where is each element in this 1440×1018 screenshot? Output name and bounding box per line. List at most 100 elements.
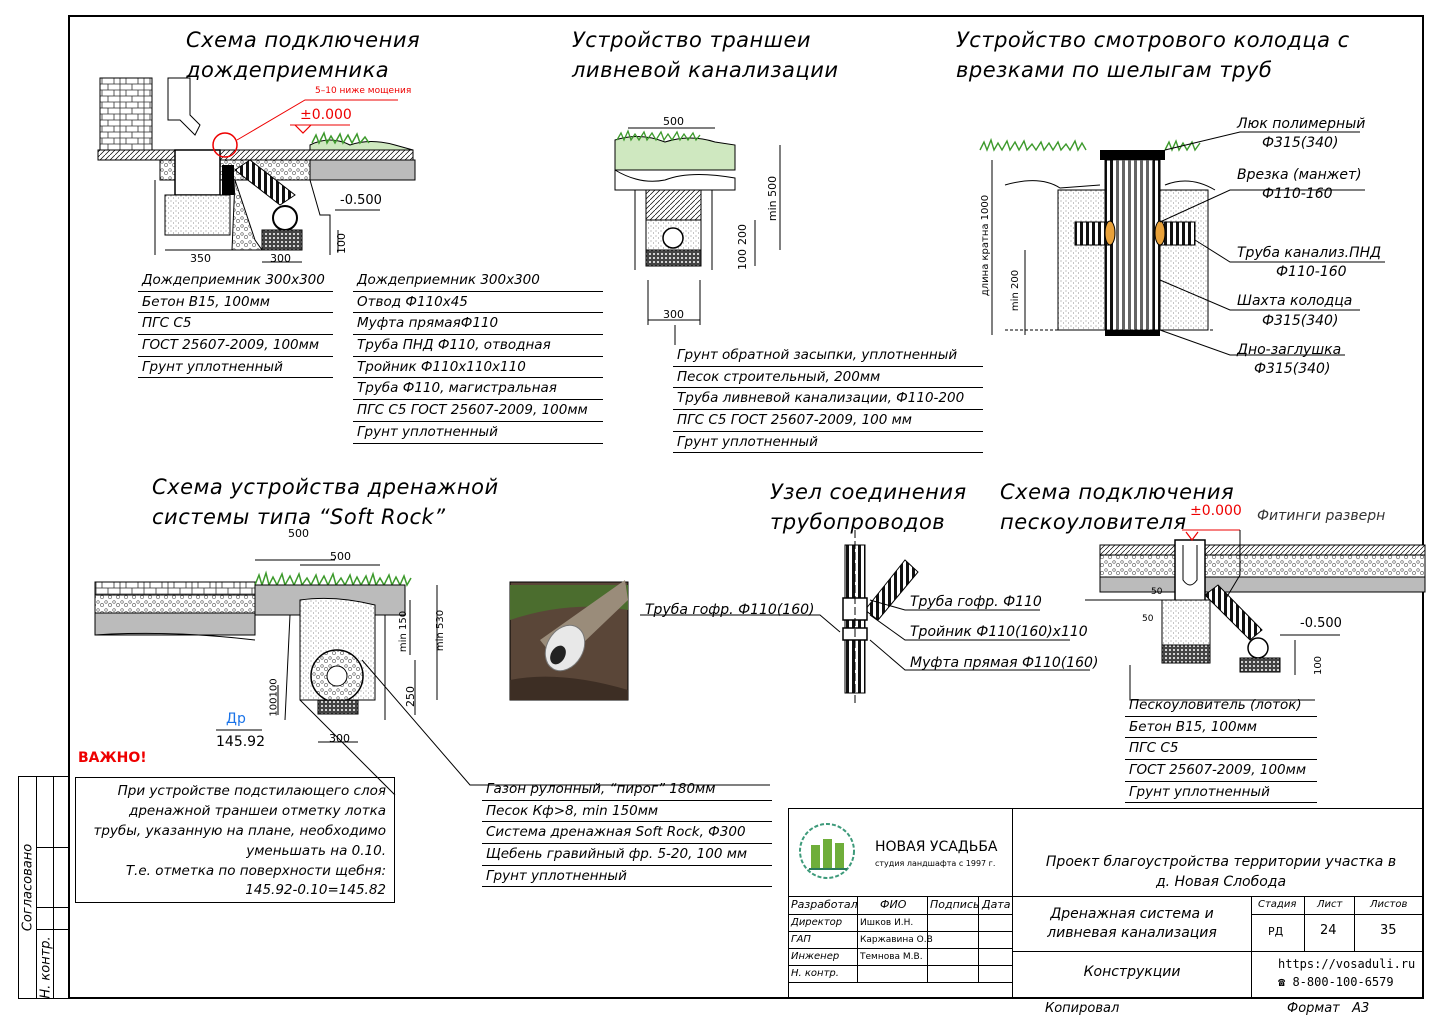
manhole-size-bottom: Ф315(340) (1254, 361, 1331, 377)
trench-drawing (614, 127, 781, 345)
trench-spec: Грунт обратной засыпки, уплотненный Песо… (673, 345, 983, 454)
joint-label-coupling: Муфта прямая Ф110(160) (910, 655, 1099, 671)
rain-inlet-level-minus: -0.500 (340, 193, 382, 208)
sandtrap-dim-100: 100 (1313, 655, 1325, 676)
spec-row: ПГС С5 (138, 313, 333, 336)
spec-row: ПГС С5 ГОСТ 25607-2009, 100 мм (673, 410, 983, 432)
trench-dim-200: 200 (736, 224, 749, 245)
company-sub: студия ландшафта с 1997 г. (875, 859, 996, 868)
manhole-label-shaft: Шахта колодца (1237, 293, 1353, 309)
manhole-label-pipe: Труба канализ.ПНД (1237, 245, 1382, 261)
sandtrap-level-zero: ±0.000 (1190, 503, 1242, 519)
spec-row: Дождеприемник 300х300 (138, 270, 333, 292)
note-line: При устройстве подстилающего слоя (117, 783, 386, 799)
softrock-dim-500a: 500 (288, 527, 309, 540)
spec-row: Пескоуловитель (лоток) (1125, 695, 1317, 717)
section-title: Дренажная система и ливневая канализация (1047, 906, 1217, 941)
spec-row: Труба Ф110, магистральная (353, 378, 603, 401)
softrock-photo (509, 580, 629, 701)
softrock-dim-500b: 500 (330, 550, 351, 563)
fio-header: ФИО (880, 898, 907, 911)
sandtrap-dim-50b: 50 (1142, 614, 1154, 624)
contact-phone: ☎ 8-800-100-6579 (1278, 975, 1394, 989)
spec-row: Труба ПНД Ф110, отводная (353, 335, 603, 357)
spec-row: ГОСТ 25607-2009, 100мм (1125, 760, 1317, 782)
spec-row: Щебень гравийный фр. 5-20, 100 мм (482, 844, 772, 866)
stage-value: РД (1268, 925, 1284, 938)
softrock-dim-min150: min 150 (398, 610, 410, 653)
sand-trap-drawing (1085, 529, 1426, 701)
copied-label: Копировал (1045, 1001, 1120, 1016)
important-title: ВАЖНО! (78, 750, 147, 766)
note-line: 145.92-0.10=145.82 (245, 882, 386, 898)
softrock-level-label: Др (226, 711, 246, 727)
sandtrap-fittings: Фитинги разверн (1257, 508, 1386, 524)
spec-row: Тройник Ф110х110х110 (353, 357, 603, 379)
softrock-dim-300: 300 (329, 732, 350, 745)
contact-url: https://vosaduli.ru (1278, 957, 1416, 971)
sandtrap-level-minus: -0.500 (1300, 616, 1342, 631)
spec-row: Бетон В15, 100мм (1125, 717, 1317, 739)
side-stamp (18, 776, 70, 999)
company-logo-icon (799, 823, 855, 879)
title-trench: Устройство траншеи ливневой канализации (572, 28, 839, 82)
spec-row: Песок Кф>8, min 150мм (482, 801, 772, 823)
manhole-label-bottom: Дно-заглушка (1237, 342, 1342, 358)
role-name: Директор (791, 917, 843, 928)
spec-row: Бетон В15, 100мм (138, 292, 333, 314)
note-line: Т.е. отметка по поверхности щебня: (125, 863, 386, 879)
role-fio: Каржавина О.В (860, 935, 933, 945)
role-name: ГАП (791, 934, 811, 945)
joint-left-label: Труба гофр. Ф110(160) (645, 602, 815, 618)
role-name: Н. контр. (791, 968, 839, 979)
note-line: дренажной траншеи отметку лотка (129, 803, 386, 819)
contact-cell (1251, 951, 1424, 999)
spec-row: Труба ливневой канализации, Ф110-200 (673, 388, 983, 411)
joint-label-tee: Тройник Ф110(160)х110 (910, 624, 1088, 640)
rain-inlet-level-zero: ±0.000 (300, 107, 352, 123)
manhole-dim-min200: min 200 (1010, 269, 1022, 312)
note-line: трубы, указанную на плане, необходимо (93, 823, 386, 839)
title-pipe-joint: Узел соединения трубопроводов (770, 480, 967, 534)
format-label: Формат А3 (1287, 1001, 1370, 1016)
trench-dim-100: 100 (736, 249, 749, 270)
manhole-dim-length: длина кратна 1000 (980, 194, 992, 297)
softrock-dim-100100: 100100 (268, 678, 280, 717)
sheet-title: Конструкции (1083, 964, 1181, 980)
sandtrap-dim-50a: 50 (1151, 587, 1163, 597)
title-softrock: Схема устройства дренажной системы типа … (152, 475, 499, 529)
role-name: Инженер (791, 951, 840, 962)
spec-row: ПГС С5 (1125, 738, 1317, 761)
rain-inlet-dim-100: 100 (335, 233, 348, 254)
softrock-dim-250: 250 (404, 686, 417, 707)
note-line: уменьшать на 0.10. (246, 843, 386, 859)
spec-row: Грунт уплотненный (353, 422, 603, 444)
softrock-drawing (94, 559, 770, 796)
spec-row: Отвод Ф110х45 (353, 292, 603, 314)
role-fio: Темнова М.В. (860, 952, 923, 962)
manhole-size-shaft: Ф315(340) (1262, 313, 1339, 329)
rain-inlet-note: 5–10 ниже мощения (315, 86, 412, 96)
softrock-spec: Газон рулонный, “пирог” 180мм Песок Кф>8… (482, 779, 772, 888)
rain-inlet-dim-300: 300 (270, 252, 291, 265)
spec-row: Дождеприемник 300х300 (353, 270, 603, 292)
rain-inlet-drawing (97, 77, 416, 263)
manhole-label-hatch: Люк полимерный (1237, 116, 1366, 132)
sandtrap-spec: Пескоуловитель (лоток) Бетон В15, 100мм … (1125, 695, 1317, 804)
sheets-header: Листов (1370, 899, 1408, 910)
logo-cell: НОВАЯ УСАДЬБА студия ландшафта с 1997 г. (788, 808, 1013, 897)
rain-inlet-spec-left: Дождеприемник 300х300 Бетон В15, 100мм П… (138, 270, 333, 379)
sheet-header: Лист (1317, 899, 1343, 910)
important-box: При устройстве подстилающего слоя дренаж… (75, 777, 395, 903)
manhole-label-cut: Врезка (манжет) (1237, 167, 1362, 183)
spec-row: Грунт уплотненный (1125, 782, 1317, 804)
company-name: НОВАЯ УСАДЬБА (875, 839, 998, 855)
spec-row: Песок строительный, 200мм (673, 367, 983, 389)
spec-row: Система дренажная Soft Rock, Ф300 (482, 822, 772, 845)
stage-header: Стадия (1258, 899, 1297, 910)
role-header: Разработал (791, 898, 858, 911)
title-rain-inlet: Схема подключения дождеприемника (186, 28, 421, 82)
manhole-drawing (979, 131, 1385, 356)
spec-row: Грунт уплотненный (673, 432, 983, 454)
